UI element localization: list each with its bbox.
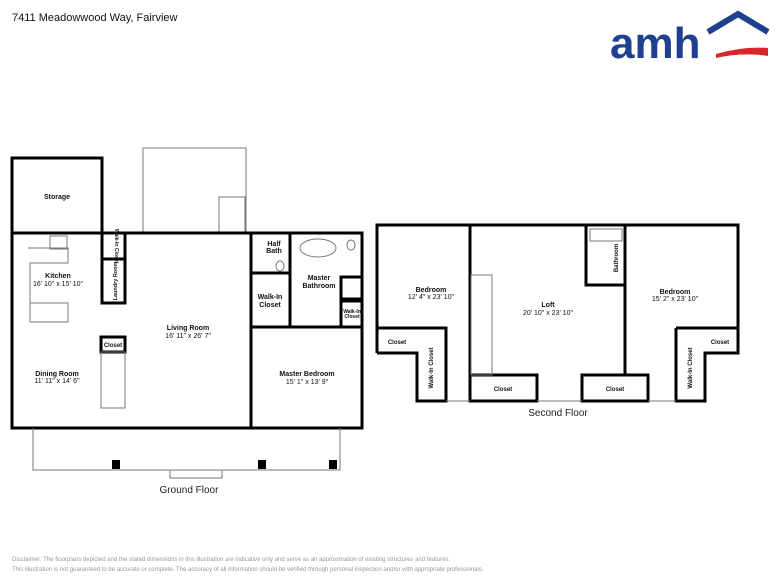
- toilet-icon: [346, 239, 356, 251]
- room-dimension: 12' 4" x 23' 10": [408, 294, 455, 301]
- logo-roof-icon: [706, 10, 770, 35]
- room-label: Closet: [104, 343, 122, 349]
- room-label: Half: [267, 241, 281, 248]
- room-label: Closet: [388, 340, 406, 346]
- laundry-walls: [100, 231, 127, 305]
- room-label: Bathroom: [614, 244, 620, 272]
- deck: [142, 147, 247, 234]
- room-dimension: 20' 10" x 23' 10": [523, 310, 574, 317]
- toilet-icon: [275, 260, 285, 272]
- porch: [32, 428, 341, 471]
- logo-text: amh: [610, 19, 700, 62]
- floor-label: Second Floor: [528, 408, 588, 419]
- bathroom-walls: [584, 223, 627, 287]
- room-label: Master: [308, 275, 331, 282]
- second-floor-plan: Bedroom 12' 4" x 23' 10" Loft 20' 10" x …: [375, 223, 740, 419]
- room-label: Laundry Room: [113, 261, 119, 300]
- stairs: [100, 351, 126, 409]
- room-label: Bath: [266, 248, 282, 255]
- room-label: Living Room: [167, 325, 209, 332]
- room-label: Bathroom: [302, 283, 335, 290]
- room-label: Dining Room: [35, 371, 79, 378]
- room-label: Storage: [44, 194, 70, 201]
- floor-label: Ground Floor: [160, 485, 220, 496]
- property-address: 7411 Meadowwood Way, Fairview: [12, 12, 178, 24]
- room-label: Closet: [494, 387, 512, 393]
- room-dimension: 15' 1" x 13' 9": [286, 379, 329, 386]
- room-label: Kitchen: [45, 273, 71, 280]
- room-label: Bedroom: [660, 289, 691, 296]
- room-label: Walk-In Closet: [688, 347, 694, 388]
- room-label: Loft: [541, 302, 555, 309]
- disclaimer-line: This illustration is not guaranteed to b…: [12, 567, 484, 573]
- amh-logo: amh: [610, 10, 770, 62]
- stove-icon: [49, 235, 68, 250]
- ground-outer-walls: [10, 231, 364, 430]
- room-dimension: 11' 11" x 14' 6": [34, 378, 80, 385]
- room-label: Closet: [344, 314, 360, 320]
- stairs: [470, 274, 493, 376]
- room-label: Master Bedroom: [279, 371, 334, 378]
- room-label: Closet: [606, 387, 624, 393]
- second-outer-walls: [375, 223, 740, 403]
- room-dimension: 16' 10" x 15' 10": [33, 281, 84, 288]
- room-dimension: 16' 11" x 26' 7": [165, 333, 211, 340]
- ground-floor-plan: Storage Kitchen 16' 10" x 15' 10" Walk-I…: [10, 147, 364, 496]
- logo-swoosh-icon: [716, 47, 768, 58]
- room-label: Closet: [259, 302, 281, 309]
- room-label: Walk-In Closet: [113, 229, 119, 264]
- porch-step: [169, 469, 223, 479]
- room-label: Closet: [711, 340, 729, 346]
- room-label: Walk-In: [258, 294, 283, 301]
- room-label: Bedroom: [416, 287, 447, 294]
- bathtub-icon: [299, 238, 337, 258]
- bathtub-icon: [589, 228, 623, 242]
- deck-stairs: [218, 196, 246, 234]
- disclaimer-line: Disclaimer: The floorplans depicted and …: [12, 557, 451, 563]
- room-label: Walk-In Closet: [429, 347, 435, 388]
- room-label: Walk-In: [343, 309, 361, 315]
- room-dimension: 15' 2" x 23' 10": [652, 296, 699, 303]
